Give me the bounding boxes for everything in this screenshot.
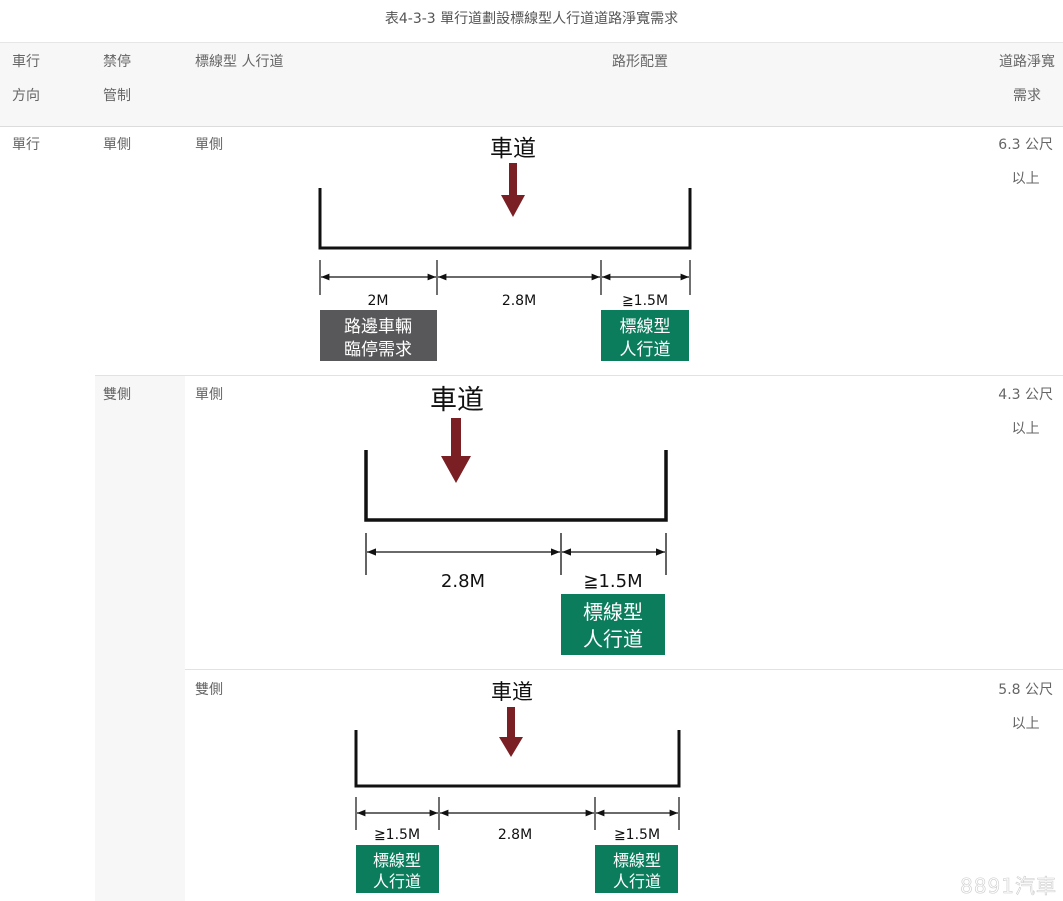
box-label: 路邊車輛 (344, 317, 412, 337)
box-label: 標線型 (613, 851, 661, 870)
dimension-lines (319, 260, 691, 295)
watermark: 8891汽車 (960, 874, 1057, 899)
road-label: 車道 (430, 385, 484, 416)
dim-label: ≧1.5M (622, 293, 668, 309)
row-divider (185, 669, 1063, 670)
header-text: 車行 (12, 54, 40, 70)
width-value: 5.8 公尺 (998, 682, 1053, 698)
diagram-row2: 車道 2.8M ≧1.5M 標線型 人行道 (318, 383, 718, 660)
row3-sidewalk: 雙側 (195, 682, 223, 698)
header-text: 需求 (1013, 88, 1041, 104)
width-suffix: 以上 (1011, 171, 1040, 187)
sidewalk-box (595, 845, 678, 893)
row2-sidewalk: 單側 (195, 387, 223, 403)
header-no-parking: 禁停管制 (103, 45, 131, 113)
dim-label: ≧1.5M (583, 571, 642, 592)
road-label: 車道 (491, 680, 533, 704)
box-label: 標線型 (373, 851, 421, 870)
no-parking-both-cell (95, 376, 185, 901)
width-value: 4.3 公尺 (998, 387, 1053, 403)
header-sidewalk: 標線型 人行道 (195, 54, 284, 70)
width-value: 6.3 公尺 (998, 137, 1053, 153)
box-label: 臨停需求 (344, 340, 412, 360)
box-label: 標線型 (620, 317, 671, 337)
width-suffix: 以上 (1011, 716, 1040, 732)
dim-label: ≧1.5M (374, 827, 420, 843)
down-arrow-icon (501, 163, 525, 217)
box-label: 人行道 (373, 872, 421, 891)
row1-direction: 單行 (12, 137, 40, 153)
header-text: 禁停 (103, 54, 131, 70)
parking-box (320, 310, 437, 361)
road-section (364, 450, 668, 522)
sidewalk-box (356, 845, 439, 893)
down-arrow-icon (499, 707, 523, 757)
diagram-row1: 車道 2M 2.8M ≧1.5M 路邊車輛 臨停需求 標線型 人行道 (318, 136, 692, 361)
row3-width: 5.8 公尺以上 (998, 673, 1053, 741)
row1-width: 6.3 公尺以上 (998, 128, 1053, 196)
dim-label: ≧1.5M (614, 827, 660, 843)
header-width: 道路淨寬需求 (999, 45, 1055, 113)
road-section (318, 188, 692, 250)
row-divider (95, 375, 1063, 376)
box-label: 人行道 (613, 872, 661, 891)
down-arrow-icon (441, 418, 471, 483)
dim-label: 2.8M (441, 571, 485, 592)
diagram-row3: 車道 ≧1.5M 2.8M ≧1.5M 標線型 人行道 標線型 人行道 (354, 680, 681, 893)
table-header (0, 42, 1063, 127)
sidewalk-box (561, 594, 665, 655)
header-direction: 車行方向 (12, 45, 40, 113)
header-layout: 路形配置 (612, 54, 668, 70)
row2-no-parking: 雙側 (103, 387, 131, 403)
width-suffix: 以上 (1011, 421, 1040, 437)
header-text: 方向 (12, 88, 40, 104)
road-label: 車道 (490, 136, 536, 162)
dimension-lines (355, 797, 680, 830)
dim-label: 2.8M (502, 293, 536, 309)
box-label: 人行道 (620, 340, 671, 360)
row2-width: 4.3 公尺以上 (998, 378, 1053, 446)
dim-label: 2M (368, 293, 389, 309)
dimension-lines (365, 533, 667, 575)
dim-label: 2.8M (498, 827, 532, 843)
road-section (354, 730, 681, 788)
table-caption: 表4-3-3 單行道劃設標線型人行道道路淨寬需求 (384, 11, 679, 27)
row1-sidewalk: 單側 (195, 137, 223, 153)
sidewalk-box (601, 310, 689, 361)
row1-no-parking: 單側 (103, 137, 131, 153)
header-text: 管制 (103, 88, 131, 104)
box-label: 人行道 (583, 627, 643, 651)
header-text: 道路淨寬 (999, 54, 1055, 70)
box-label: 標線型 (583, 600, 643, 624)
